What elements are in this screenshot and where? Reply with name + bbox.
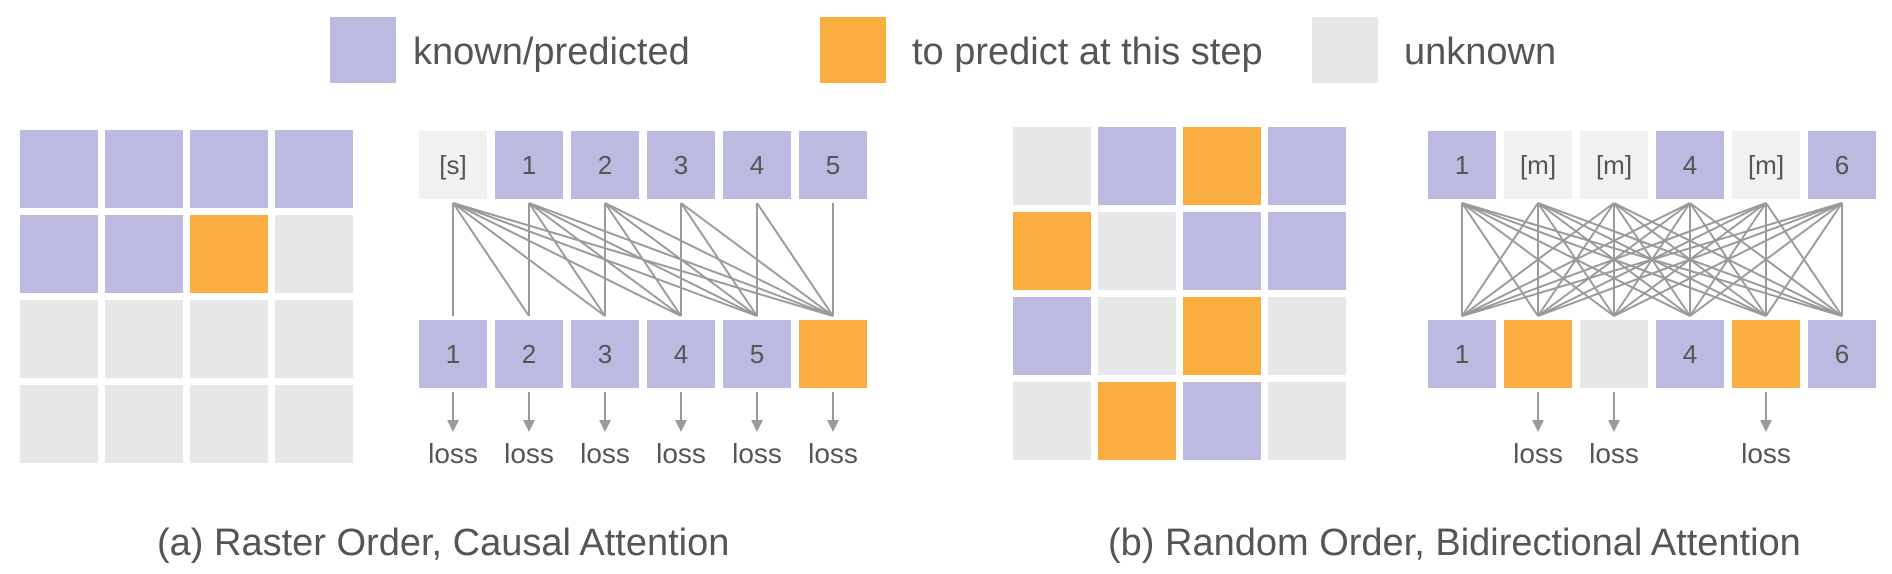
panel_a-loss-label-0: loss xyxy=(428,438,478,469)
panel_b-grid-cell-3-1 xyxy=(1098,382,1176,460)
panel_a-grid-cell-2-3 xyxy=(275,300,353,378)
panel_b-grid-cell-1-0 xyxy=(1013,212,1091,290)
panel_a-loss-label-4: loss xyxy=(732,438,782,469)
panel_b-input-token-1: [m] xyxy=(1504,131,1572,199)
panel_b-input-token-4: [m] xyxy=(1732,131,1800,199)
caption-b: (b) Random Order, Bidirectional Attentio… xyxy=(1108,522,1801,564)
panel_b-attn-line-1-0 xyxy=(1461,202,1539,317)
panel_b-input-token-5: 6 xyxy=(1808,131,1876,199)
panel_a-grid-cell-2-1 xyxy=(105,300,183,378)
panel_a-attn-line-0-1 xyxy=(452,202,530,317)
panel_b-grid-cell-0-2 xyxy=(1183,127,1261,205)
panel_a-grid-cell-1-0 xyxy=(20,215,98,293)
panel_a-loss-label-5: loss xyxy=(808,438,858,469)
panel_a-output-token-2: 3 xyxy=(571,320,639,388)
panel_a-output-token-4: 5 xyxy=(723,320,791,388)
panel_a-input-token-1: 1 xyxy=(495,131,563,199)
panel_a-attn-line-4-5 xyxy=(756,202,834,317)
panel_a-attn-line-3-4 xyxy=(680,202,758,317)
panel_a-loss-arrow-4-head xyxy=(751,420,763,432)
panel_b-grid-cell-1-3 xyxy=(1268,212,1346,290)
panel_a-output-token-0: 1 xyxy=(419,320,487,388)
panel_a-grid-cell-2-0 xyxy=(20,300,98,378)
panel_a-grid-cell-0-3 xyxy=(275,130,353,208)
panel_b-grid-cell-0-1 xyxy=(1098,127,1176,205)
panel_b-loss-arrow-2-head xyxy=(1608,420,1620,432)
panel_b-grid-cell-2-3 xyxy=(1268,297,1346,375)
panel_b-input-token-2: [m] xyxy=(1580,131,1648,199)
panel_b-loss-label-2: loss xyxy=(1589,438,1639,469)
panel_b-attn-line-5-4 xyxy=(1765,202,1843,317)
panel_b-loss-label-1: loss xyxy=(1513,438,1563,469)
panel_b-attn-line-4-0 xyxy=(1461,202,1767,317)
panel_b-grid-cell-3-2 xyxy=(1183,382,1261,460)
panel_b-output-token-3: 4 xyxy=(1656,320,1724,388)
caption-a: (a) Raster Order, Causal Attention xyxy=(157,522,730,564)
panel_a-grid-cell-3-3 xyxy=(275,385,353,463)
panel_b-input-token-3: 4 xyxy=(1656,131,1724,199)
panel_b-grid-cell-1-1 xyxy=(1098,212,1176,290)
panel_b-output-token-2 xyxy=(1580,320,1648,388)
panel_b-grid-cell-3-0 xyxy=(1013,382,1091,460)
panel_a-grid-cell-1-1 xyxy=(105,215,183,293)
panel_b-output-token-0: 1 xyxy=(1428,320,1496,388)
panel_a-loss-label-3: loss xyxy=(656,438,706,469)
legend-known-label: known/predicted xyxy=(413,31,690,73)
panel_a-output-token-1: 2 xyxy=(495,320,563,388)
panel_b-grid-cell-3-3 xyxy=(1268,382,1346,460)
panel_a-loss-arrow-5-head xyxy=(827,420,839,432)
panel_a-grid-cell-3-1 xyxy=(105,385,183,463)
legend-unknown-label: unknown xyxy=(1404,31,1557,73)
panel_a-output-token-3: 4 xyxy=(647,320,715,388)
panel_b-output-token-4 xyxy=(1732,320,1800,388)
panel_b-grid-cell-2-0 xyxy=(1013,297,1091,375)
legend-predict-swatch xyxy=(820,17,886,83)
panel_a-input-token-4: 4 xyxy=(723,131,791,199)
panel_a-loss-arrow-0-head xyxy=(447,420,459,432)
panel_a-input-token-3: 3 xyxy=(647,131,715,199)
panel_a-attn-line-2-3 xyxy=(604,202,682,317)
legend-unknown-swatch xyxy=(1312,17,1378,83)
legend-predict-label: to predict at this step xyxy=(912,31,1263,73)
panel_a-grid-cell-0-0 xyxy=(20,130,98,208)
panel_a-input-token-2: 2 xyxy=(571,131,639,199)
panel_b-grid-cell-0-0 xyxy=(1013,127,1091,205)
panel_a-loss-label-2: loss xyxy=(580,438,630,469)
panel_a-grid-cell-3-0 xyxy=(20,385,98,463)
panel_b-grid-cell-2-1 xyxy=(1098,297,1176,375)
panel_a-grid-cell-1-3 xyxy=(275,215,353,293)
panel_a-grid-cell-0-2 xyxy=(190,130,268,208)
panel_a-grid-cell-1-2 xyxy=(190,215,268,293)
panel_a-loss-label-1: loss xyxy=(504,438,554,469)
panel_a-loss-arrow-1-head xyxy=(523,420,535,432)
panel_b-input-token-0: 1 xyxy=(1428,131,1496,199)
legend-known-swatch xyxy=(330,17,396,83)
panel_b-attn-line-2-0 xyxy=(1461,202,1615,317)
panel_b-grid-cell-1-2 xyxy=(1183,212,1261,290)
panel_b-attn-line-5-1 xyxy=(1537,202,1843,317)
panel_a-loss-arrow-3-head xyxy=(675,420,687,432)
panel_a-grid-cell-2-2 xyxy=(190,300,268,378)
panel_b-attn-line-5-0 xyxy=(1461,202,1843,317)
panel_a-input-token-5: 5 xyxy=(799,131,867,199)
panel_a-output-token-5 xyxy=(799,320,867,388)
panel_b-loss-arrow-4-head xyxy=(1760,420,1772,432)
panel_b-attn-line-5-2 xyxy=(1613,202,1843,317)
panel_a-attn-line-1-2 xyxy=(528,202,606,317)
panel_b-output-token-5: 6 xyxy=(1808,320,1876,388)
panel_a-input-token-0: [s] xyxy=(419,131,487,199)
panel_a-grid-cell-3-2 xyxy=(190,385,268,463)
panel_b-attn-line-5-3 xyxy=(1689,202,1843,317)
panel_b-grid-cell-2-2 xyxy=(1183,297,1261,375)
panel_b-loss-arrow-1-head xyxy=(1532,420,1544,432)
panel_b-attn-line-3-0 xyxy=(1461,202,1691,317)
panel_a-grid-cell-0-1 xyxy=(105,130,183,208)
panel_a-loss-arrow-2-head xyxy=(599,420,611,432)
panel_b-output-token-1 xyxy=(1504,320,1572,388)
panel_b-grid-cell-0-3 xyxy=(1268,127,1346,205)
panel_b-loss-label-4: loss xyxy=(1741,438,1791,469)
